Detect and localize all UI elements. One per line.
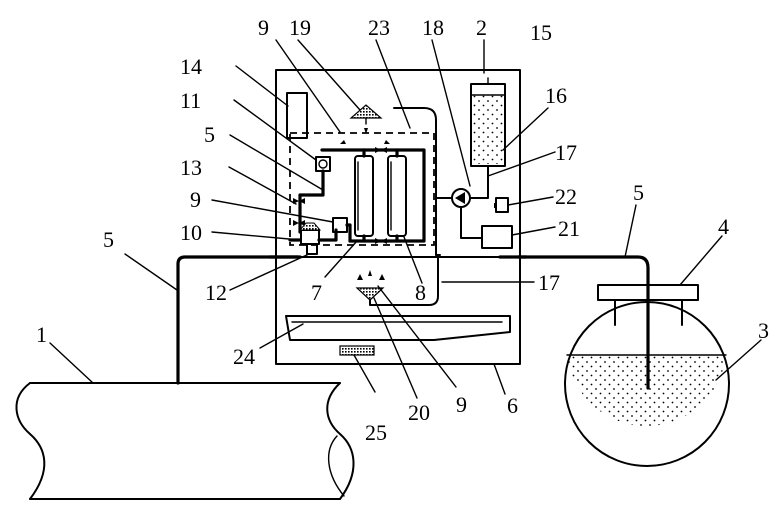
label-5-left: 5 [103,227,114,252]
label-13: 13 [180,155,202,180]
tray-24 [286,316,510,340]
label-8: 8 [415,280,426,305]
label-2: 2 [476,15,487,40]
label-10: 10 [180,220,202,245]
label-23: 23 [368,15,390,40]
label-20: 20 [408,400,430,425]
pipe-loop [394,108,436,245]
label-12: 12 [205,280,227,305]
controller-21 [482,226,512,248]
label-5-right: 5 [633,180,644,205]
label-11: 11 [180,88,201,113]
label-17-top: 17 [555,140,577,165]
label-18: 18 [422,15,444,40]
label-4: 4 [718,214,729,239]
pipeline [16,383,353,499]
panel-14 [287,93,307,138]
label-19: 19 [289,15,311,40]
device-22 [494,198,508,212]
label-7: 7 [311,280,322,305]
label-24: 24 [233,344,255,369]
label-25: 25 [365,420,387,445]
reservoir-15 [471,84,505,176]
label-6: 6 [507,393,518,418]
heater-25 [340,346,374,355]
label-14: 14 [180,54,202,79]
label-3: 3 [758,318,769,343]
pump-18 [436,176,488,238]
label-5-mid: 5 [204,122,215,147]
label-15: 15 [530,20,552,45]
label-21: 21 [558,216,580,241]
label-9-mid: 9 [190,187,201,212]
label-9-bottom: 9 [456,392,467,417]
spray-nozzle-top [351,105,381,124]
label-17-bottom: 17 [538,270,560,295]
label-9-top: 9 [258,15,269,40]
label-1: 1 [36,322,47,347]
label-16: 16 [545,83,567,108]
label-22: 22 [555,184,577,209]
